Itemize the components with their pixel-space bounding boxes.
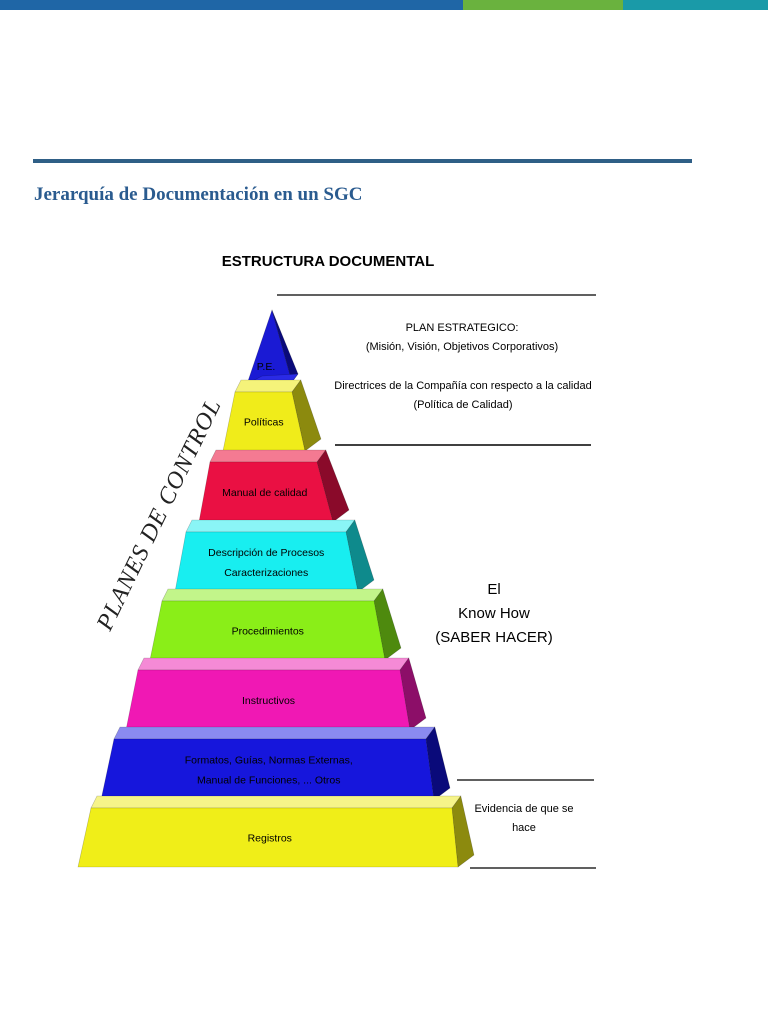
tier-label: Manual de Funciones, ... Otros <box>197 775 341 787</box>
top-bar-blue-segment <box>0 0 463 10</box>
tier-top <box>161 588 384 602</box>
pyramid-tier-instructivos: Instructivos <box>125 657 427 731</box>
tier-side <box>373 588 402 661</box>
tier-label: Procedimientos <box>232 626 304 638</box>
tier-top <box>137 657 410 671</box>
pyramid-tier-pe: P.E. <box>246 308 299 385</box>
page-heading: Jerarquía de Documentación en un SGC <box>34 184 363 205</box>
annotation-line: PLAN ESTRATEGICO: <box>406 322 519 334</box>
annotation-know-how: El Know How (SABER HACER) <box>435 581 553 646</box>
tier-face <box>174 531 359 593</box>
pyramid-tier-politicas: Políticas <box>222 379 322 452</box>
top-accent-bar <box>0 0 768 10</box>
top-bar-teal-segment <box>623 0 768 10</box>
tier-top <box>234 379 302 393</box>
tier-side <box>425 726 451 801</box>
annotation-line: Evidencia de que se <box>474 803 573 815</box>
diagram-title: ESTRUCTURA DOCUMENTAL <box>222 253 434 270</box>
tier-face <box>77 807 459 868</box>
pyramid-tier-registros: Registros <box>77 795 475 868</box>
tier-top <box>90 795 462 809</box>
tier-label: Registros <box>248 833 292 845</box>
tier-label: P.E. <box>257 361 276 373</box>
pyramid-tier-formatos: Formatos, Guías, Normas Externas, Manual … <box>100 726 451 801</box>
annotation-line: (SABER HACER) <box>435 629 553 646</box>
pyramid-tier-manual: Manual de calidad <box>198 449 350 523</box>
tier-label: Políticas <box>244 417 284 429</box>
annotation-evidencia: Evidencia de que se hace <box>474 803 573 834</box>
tier-label: Formatos, Guías, Normas Externas, <box>185 755 353 767</box>
annotation-line: (Política de Calidad) <box>413 399 512 411</box>
pyramid-tier-procedimientos: Procedimientos <box>149 588 402 661</box>
annotation-line: El <box>487 581 500 598</box>
annotation-line: hace <box>512 822 536 834</box>
tier-label: Descripción de Procesos <box>208 547 324 559</box>
tier-label: Manual de calidad <box>222 487 307 499</box>
tier-label: Caracterizaciones <box>224 567 308 579</box>
annotation-plan-estrategico: PLAN ESTRATEGICO: (Misión, Visión, Objet… <box>366 322 558 353</box>
tier-label: Instructivos <box>242 695 295 707</box>
annotation-line: (Misión, Visión, Objetivos Corporativos) <box>366 341 558 353</box>
annotation-directrices: Directrices de la Compañía con respecto … <box>334 380 591 411</box>
top-bar-green-segment <box>463 0 623 10</box>
tier-top <box>209 449 327 463</box>
tier-side <box>451 795 475 868</box>
header-rule <box>33 159 692 163</box>
tier-top <box>113 726 436 740</box>
annotation-line: Know How <box>458 605 530 622</box>
annotation-line: Directrices de la Compañía con respecto … <box>334 380 591 392</box>
tier-face <box>100 738 435 801</box>
tier-top <box>185 519 356 533</box>
